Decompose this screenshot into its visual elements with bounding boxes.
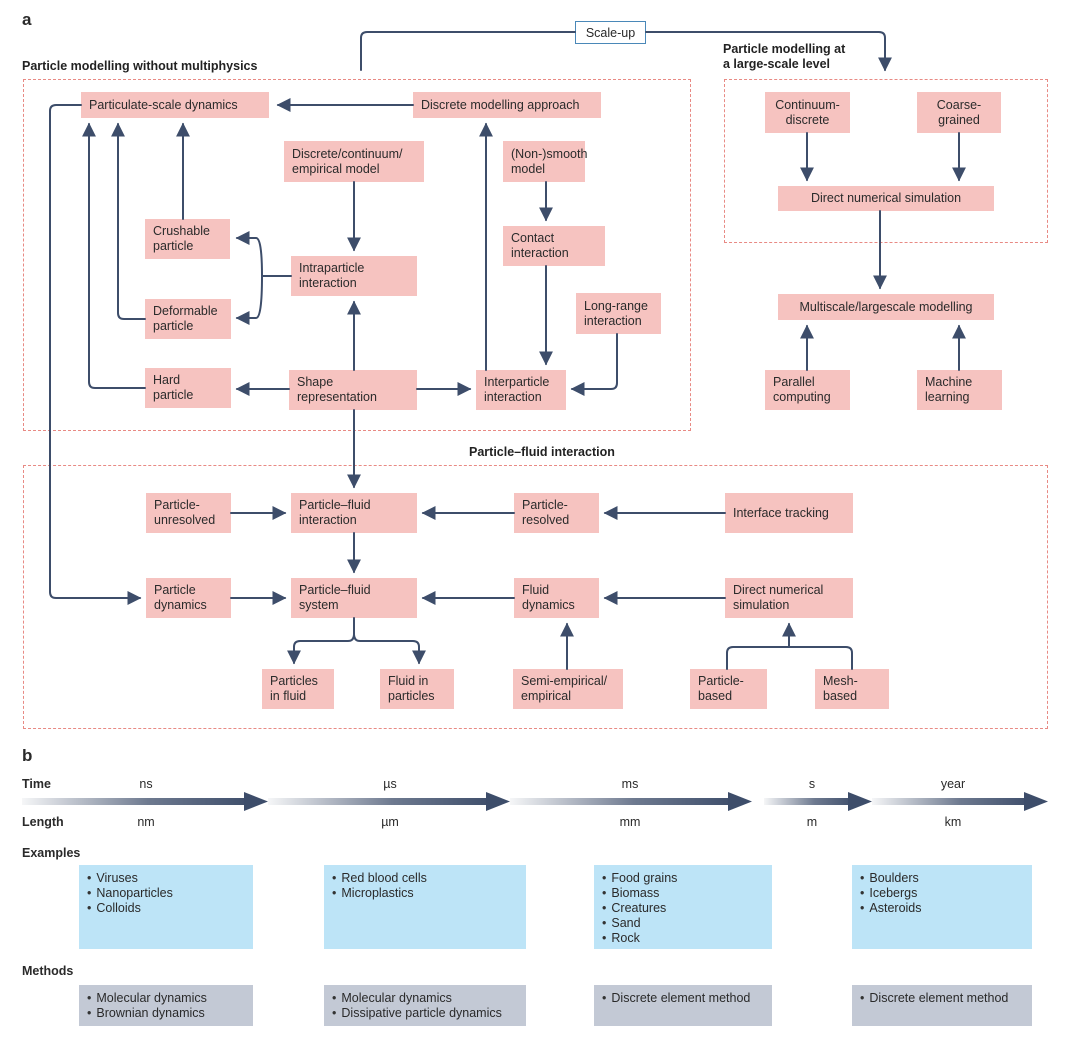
length-unit-nm: nm xyxy=(137,815,155,829)
arrow-intra-to-crushable xyxy=(235,231,263,277)
scale-arrow-5 xyxy=(872,792,1048,811)
scale-up-label: Scale-up xyxy=(575,21,646,44)
node-contact-interaction: Contact interaction xyxy=(503,226,605,266)
example-item: Red blood cells xyxy=(332,871,518,886)
method-item: Molecular dynamics xyxy=(332,991,518,1006)
length-unit-km: km xyxy=(944,815,962,829)
length-unit-um: µm xyxy=(381,815,399,829)
node-semi-empirical: Semi-empirical/ empirical xyxy=(513,669,623,709)
examples-card-micro: Red blood cells Microplastics xyxy=(324,865,526,949)
example-item: Microplastics xyxy=(332,886,518,901)
section-title-without-multiphysics: Particle modelling without multiphysics xyxy=(22,59,258,73)
arrow-scaleup-right xyxy=(645,31,892,72)
node-particle-fluid-system: Particle–fluid system xyxy=(291,578,417,618)
methods-card-milli: Discrete element method xyxy=(594,985,772,1026)
node-particle-fluid-interaction: Particle–fluid interaction xyxy=(291,493,417,533)
example-item: Sand xyxy=(602,916,764,931)
row-label-time: Time xyxy=(22,777,51,791)
node-interface-tracking: Interface tracking xyxy=(725,493,853,533)
examples-card-milli: Food grains Biomass Creatures Sand Rock xyxy=(594,865,772,949)
node-shape-representation: Shape representation xyxy=(289,370,417,410)
node-particle-unresolved: Particle- unresolved xyxy=(146,493,231,533)
row-label-examples: Examples xyxy=(22,846,81,860)
node-parallel-computing: Parallel computing xyxy=(765,370,850,410)
node-fluid-dynamics: Fluid dynamics xyxy=(514,578,599,618)
method-item: Brownian dynamics xyxy=(87,1006,245,1021)
node-multiscale-largescale-modelling: Multiscale/largescale modelling xyxy=(778,294,994,320)
node-particle-dynamics: Particle dynamics xyxy=(146,578,231,618)
scale-arrow-4 xyxy=(764,792,872,811)
examples-card-kilo: Boulders Icebergs Asteroids xyxy=(852,865,1032,949)
method-item: Discrete element method xyxy=(860,991,1024,1006)
node-discrete-modelling-approach: Discrete modelling approach xyxy=(413,92,601,118)
method-item: Molecular dynamics xyxy=(87,991,245,1006)
time-unit-us: µs xyxy=(383,777,397,791)
example-item: Food grains xyxy=(602,871,764,886)
node-particle-based: Particle- based xyxy=(690,669,767,709)
example-item: Colloids xyxy=(87,901,245,916)
example-item: Creatures xyxy=(602,901,764,916)
length-unit-m: m xyxy=(806,815,818,829)
arrow-dynamics-to-particle-dynamics xyxy=(49,104,142,605)
time-unit-ms: ms xyxy=(621,777,639,791)
row-label-methods: Methods xyxy=(22,964,74,978)
node-non-smooth-model: (Non-)smooth model xyxy=(503,141,587,182)
node-intraparticle-interaction: Intraparticle interaction xyxy=(291,256,417,296)
example-item: Boulders xyxy=(860,871,1024,886)
node-machine-learning: Machine learning xyxy=(917,370,1002,410)
arrow-deformable-to-dynamics xyxy=(111,122,146,320)
time-unit-ns: ns xyxy=(139,777,153,791)
example-item: Biomass xyxy=(602,886,764,901)
node-direct-numerical-simulation-top: Direct numerical simulation xyxy=(778,186,994,211)
scale-arrow-2 xyxy=(268,792,510,811)
region-without-multiphysics xyxy=(23,79,691,431)
node-deformable-particle: Deformable particle xyxy=(145,299,231,339)
scale-arrow-3 xyxy=(510,792,752,811)
section-title-particle-fluid: Particle–fluid interaction xyxy=(469,445,615,459)
section-title-large-scale: Particle modelling at a large-scale leve… xyxy=(723,42,846,71)
example-item: Icebergs xyxy=(860,886,1024,901)
node-hard-particle: Hard particle xyxy=(145,368,231,408)
example-item: Nanoparticles xyxy=(87,886,245,901)
arrow-intra-to-deformable xyxy=(235,275,263,325)
node-particulate-scale-dynamics: Particulate-scale dynamics xyxy=(81,92,269,118)
example-item: Viruses xyxy=(87,871,245,886)
region-particle-fluid xyxy=(23,465,1048,729)
length-unit-mm: mm xyxy=(619,815,641,829)
arrow-hard-to-dynamics xyxy=(82,122,146,389)
node-coarse-grained: Coarse- grained xyxy=(917,92,1001,133)
panel-b-letter: b xyxy=(22,746,33,765)
node-direct-numerical-simulation-bottom: Direct numerical simulation xyxy=(725,578,853,618)
example-item: Rock xyxy=(602,931,764,946)
methods-card-micro: Molecular dynamics Dissipative particle … xyxy=(324,985,526,1026)
node-continuum-discrete: Continuum- discrete xyxy=(765,92,850,133)
node-long-range-interaction: Long-range interaction xyxy=(576,293,661,334)
node-crushable-particle: Crushable particle xyxy=(145,219,230,259)
time-unit-year: year xyxy=(940,777,966,791)
method-item: Dissipative particle dynamics xyxy=(332,1006,518,1021)
methods-card-kilo: Discrete element method xyxy=(852,985,1032,1026)
arrow-scaleup-left xyxy=(360,31,576,71)
examples-card-nano: Viruses Nanoparticles Colloids xyxy=(79,865,253,949)
node-particles-in-fluid: Particles in fluid xyxy=(262,669,334,709)
region-large-scale xyxy=(724,79,1048,243)
node-discrete-continuum-empirical-model: Discrete/continuum/ empirical model xyxy=(284,141,424,182)
row-label-length: Length xyxy=(22,815,64,829)
arrow-longrange-to-interparticle xyxy=(570,333,618,396)
node-interparticle-interaction: Interparticle interaction xyxy=(476,370,566,410)
node-fluid-in-particles: Fluid in particles xyxy=(380,669,454,709)
scale-arrow-1 xyxy=(22,792,268,811)
method-item: Discrete element method xyxy=(602,991,764,1006)
example-item: Asteroids xyxy=(860,901,1024,916)
methods-card-nano: Molecular dynamics Brownian dynamics xyxy=(79,985,253,1026)
arrow-system-to-fluid-in-particles xyxy=(353,633,426,665)
node-particle-resolved: Particle- resolved xyxy=(514,493,599,533)
node-mesh-based: Mesh- based xyxy=(815,669,889,709)
time-unit-s: s xyxy=(808,777,816,791)
panel-a-letter: a xyxy=(22,10,32,29)
